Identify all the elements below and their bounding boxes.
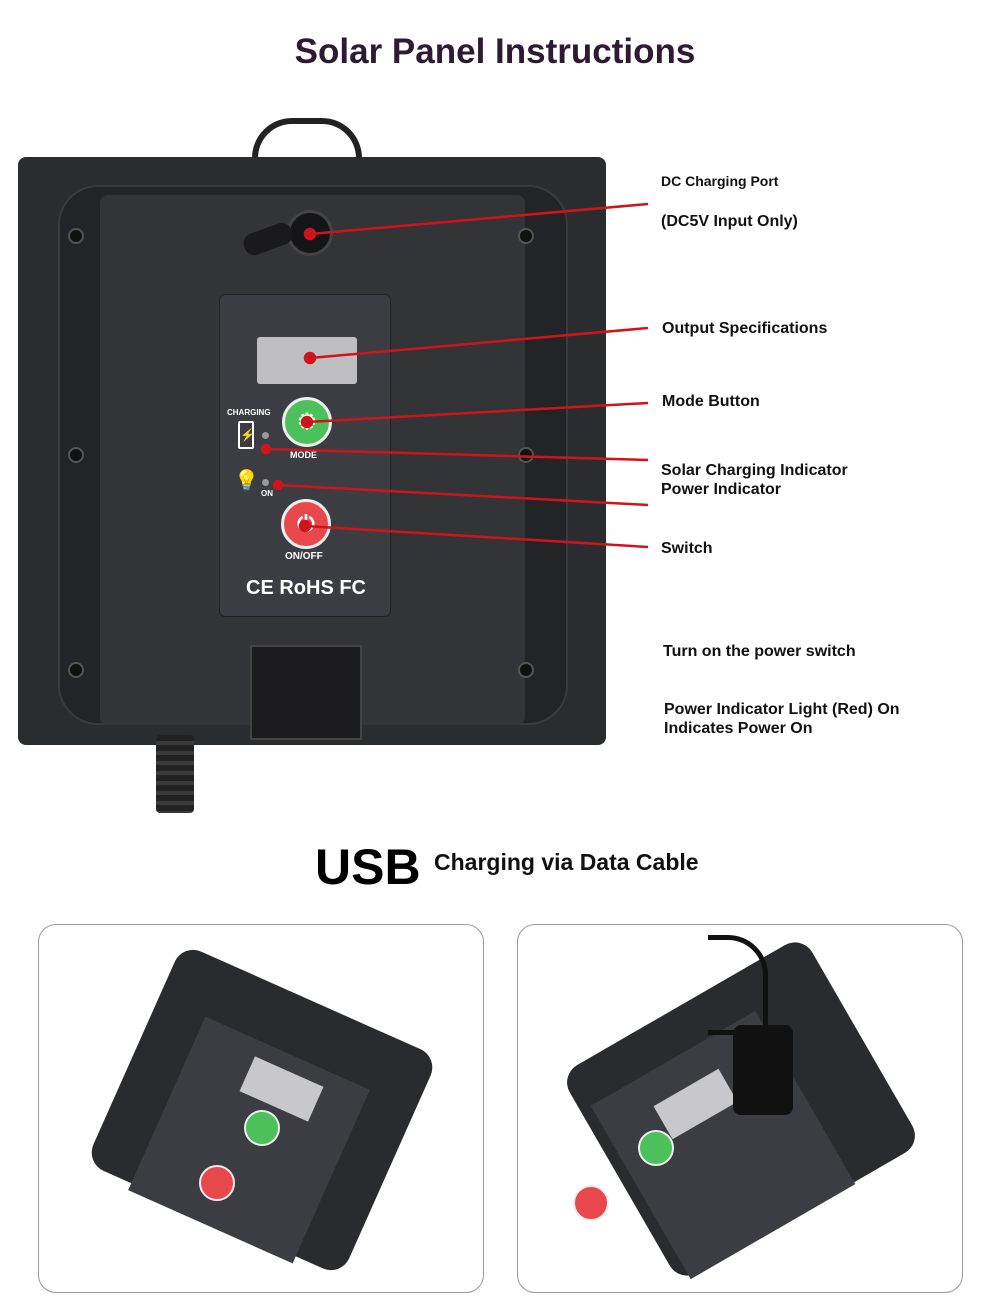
callout-power-indicator: Power Indicator bbox=[661, 481, 782, 498]
callout-switch: Switch bbox=[661, 540, 713, 557]
mode-button bbox=[638, 1130, 674, 1166]
usb-heading: USB bbox=[315, 839, 421, 895]
callout-mode: Mode Button bbox=[662, 393, 760, 410]
screw-icon bbox=[68, 662, 84, 678]
screw-icon bbox=[518, 228, 534, 244]
certification-marks: CE RoHS FC bbox=[246, 577, 366, 599]
usb-plug bbox=[733, 1025, 793, 1115]
charging-label: CHARGING bbox=[227, 408, 271, 417]
power-led bbox=[262, 479, 269, 486]
note-indicator-1: Power Indicator Light (Red) On bbox=[664, 701, 900, 718]
callout-dc-input: (DC5V Input Only) bbox=[661, 213, 798, 230]
power-button bbox=[573, 1185, 609, 1221]
note-indicator-2: Indicates Power On bbox=[664, 720, 813, 737]
usb-cable bbox=[708, 935, 768, 1035]
screw-icon bbox=[518, 447, 534, 463]
power-button bbox=[199, 1165, 235, 1201]
callout-solar-indicator: Solar Charging Indicator bbox=[661, 462, 848, 479]
on-label: ON bbox=[261, 489, 273, 498]
bulb-icon: 💡 bbox=[234, 470, 259, 492]
power-button[interactable]: ⏻ bbox=[281, 499, 331, 549]
note-turn-on: Turn on the power switch bbox=[663, 643, 856, 660]
photo-panel-usb-connected bbox=[517, 924, 963, 1293]
callout-output: Output Specifications bbox=[662, 320, 828, 337]
mode-label: MODE bbox=[290, 450, 317, 460]
callout-lines bbox=[260, 202, 649, 549]
mode-button bbox=[244, 1110, 280, 1146]
mount-screw bbox=[156, 735, 194, 813]
photo-panel-angle bbox=[38, 924, 484, 1293]
battery-icon: ⚡ bbox=[238, 421, 255, 449]
screw-icon bbox=[68, 228, 84, 244]
charging-led bbox=[262, 432, 269, 439]
screw-icon bbox=[518, 662, 534, 678]
screw-icon bbox=[68, 447, 84, 463]
page-title: Solar Panel Instructions bbox=[294, 32, 696, 71]
onoff-label: ON/OFF bbox=[285, 551, 323, 562]
usb-subheading: Charging via Data Cable bbox=[434, 849, 699, 875]
callout-dc-port: DC Charging Port bbox=[661, 173, 779, 189]
mount-bracket bbox=[250, 645, 362, 740]
